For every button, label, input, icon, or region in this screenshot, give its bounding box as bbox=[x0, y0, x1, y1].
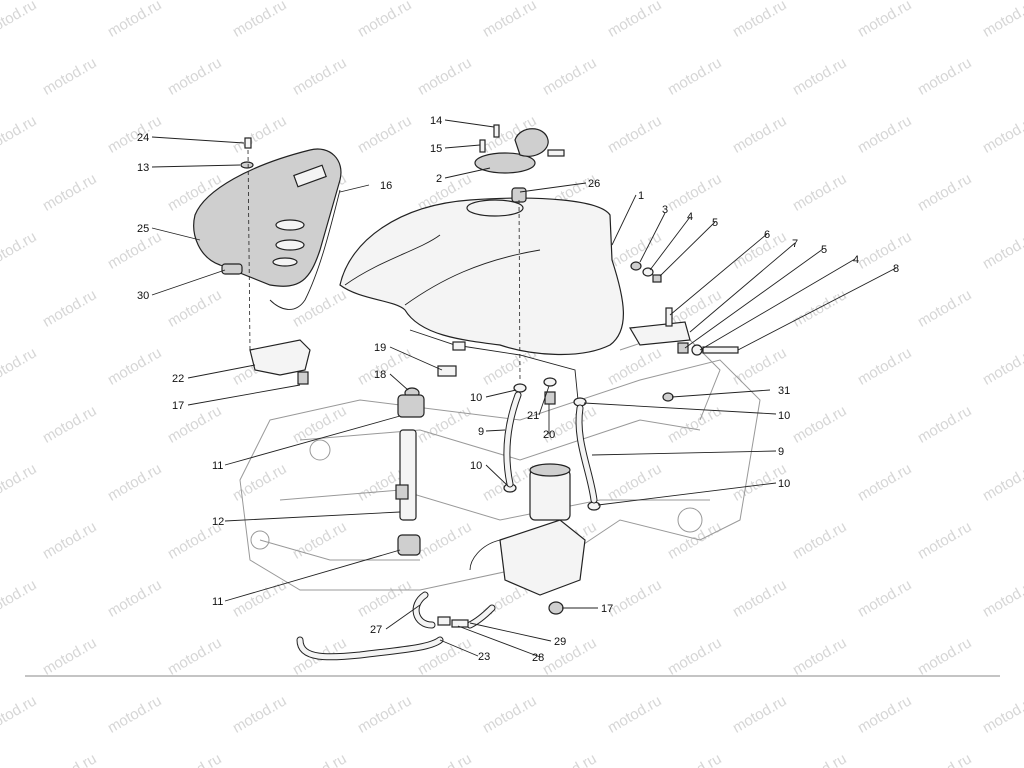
callout-20: 20 bbox=[543, 429, 555, 441]
callout-2: 2 bbox=[436, 173, 442, 185]
callout-27: 27 bbox=[370, 624, 382, 636]
callout-4b: 4 bbox=[853, 254, 859, 266]
hoses-9 bbox=[503, 391, 598, 504]
callout-8: 8 bbox=[893, 263, 899, 275]
fuel-tank bbox=[339, 197, 624, 356]
callout-7: 7 bbox=[792, 238, 798, 250]
frame-outline bbox=[239, 329, 761, 591]
callout-21: 21 bbox=[527, 410, 539, 422]
callout-22: 22 bbox=[172, 373, 184, 385]
fuel-level-sensor bbox=[395, 394, 425, 556]
callout-23: 23 bbox=[478, 651, 490, 663]
breather-pipe bbox=[409, 329, 579, 401]
rear-bracket-assembly bbox=[629, 261, 739, 402]
callout-13: 13 bbox=[137, 162, 149, 174]
spacer-21-20 bbox=[543, 377, 557, 405]
mounting-bracket bbox=[249, 339, 311, 385]
callout-29: 29 bbox=[554, 636, 566, 648]
filler-cap bbox=[474, 128, 565, 174]
drain-hoses bbox=[296, 591, 496, 661]
rubber-damper bbox=[221, 263, 243, 275]
callout-28: 28 bbox=[532, 652, 544, 664]
callout-16: 16 bbox=[380, 180, 392, 192]
cover-seal bbox=[269, 189, 341, 310]
screws-14-15 bbox=[479, 124, 500, 153]
callout-10b: 10 bbox=[778, 410, 790, 422]
callout-31: 31 bbox=[778, 385, 790, 397]
nut-17 bbox=[548, 601, 564, 615]
tank-cover bbox=[193, 148, 342, 287]
callout-18: 18 bbox=[374, 369, 386, 381]
callout-17: 17 bbox=[172, 400, 184, 412]
callout-9: 9 bbox=[478, 426, 484, 438]
leader-lines bbox=[151, 119, 897, 658]
screw-24 bbox=[240, 137, 254, 351]
callout-labels: 24 13 25 30 16 22 17 14 15 2 26 1 3 4 5 … bbox=[137, 115, 899, 664]
callout-10: 10 bbox=[470, 392, 482, 404]
callout-12: 12 bbox=[212, 516, 224, 528]
fitting-19 bbox=[437, 341, 466, 377]
callout-19: 19 bbox=[374, 342, 386, 354]
callout-11b: 11 bbox=[212, 596, 223, 608]
callout-15: 15 bbox=[430, 143, 442, 155]
callout-4: 4 bbox=[687, 211, 693, 223]
callout-9b: 9 bbox=[778, 446, 784, 458]
callout-25: 25 bbox=[137, 223, 149, 235]
callout-14: 14 bbox=[430, 115, 442, 127]
callout-30: 30 bbox=[137, 290, 149, 302]
callout-6: 6 bbox=[764, 229, 770, 241]
callout-26: 26 bbox=[588, 178, 600, 190]
callout-10d: 10 bbox=[778, 478, 790, 490]
callout-17b: 17 bbox=[601, 603, 613, 615]
fuel-pump bbox=[469, 463, 586, 596]
callout-11: 11 bbox=[212, 460, 223, 472]
callout-10c: 10 bbox=[470, 460, 482, 472]
callout-3: 3 bbox=[662, 204, 668, 216]
callout-1: 1 bbox=[638, 190, 644, 202]
callout-24: 24 bbox=[137, 132, 149, 144]
callout-5b: 5 bbox=[821, 244, 827, 256]
callout-5: 5 bbox=[712, 217, 718, 229]
